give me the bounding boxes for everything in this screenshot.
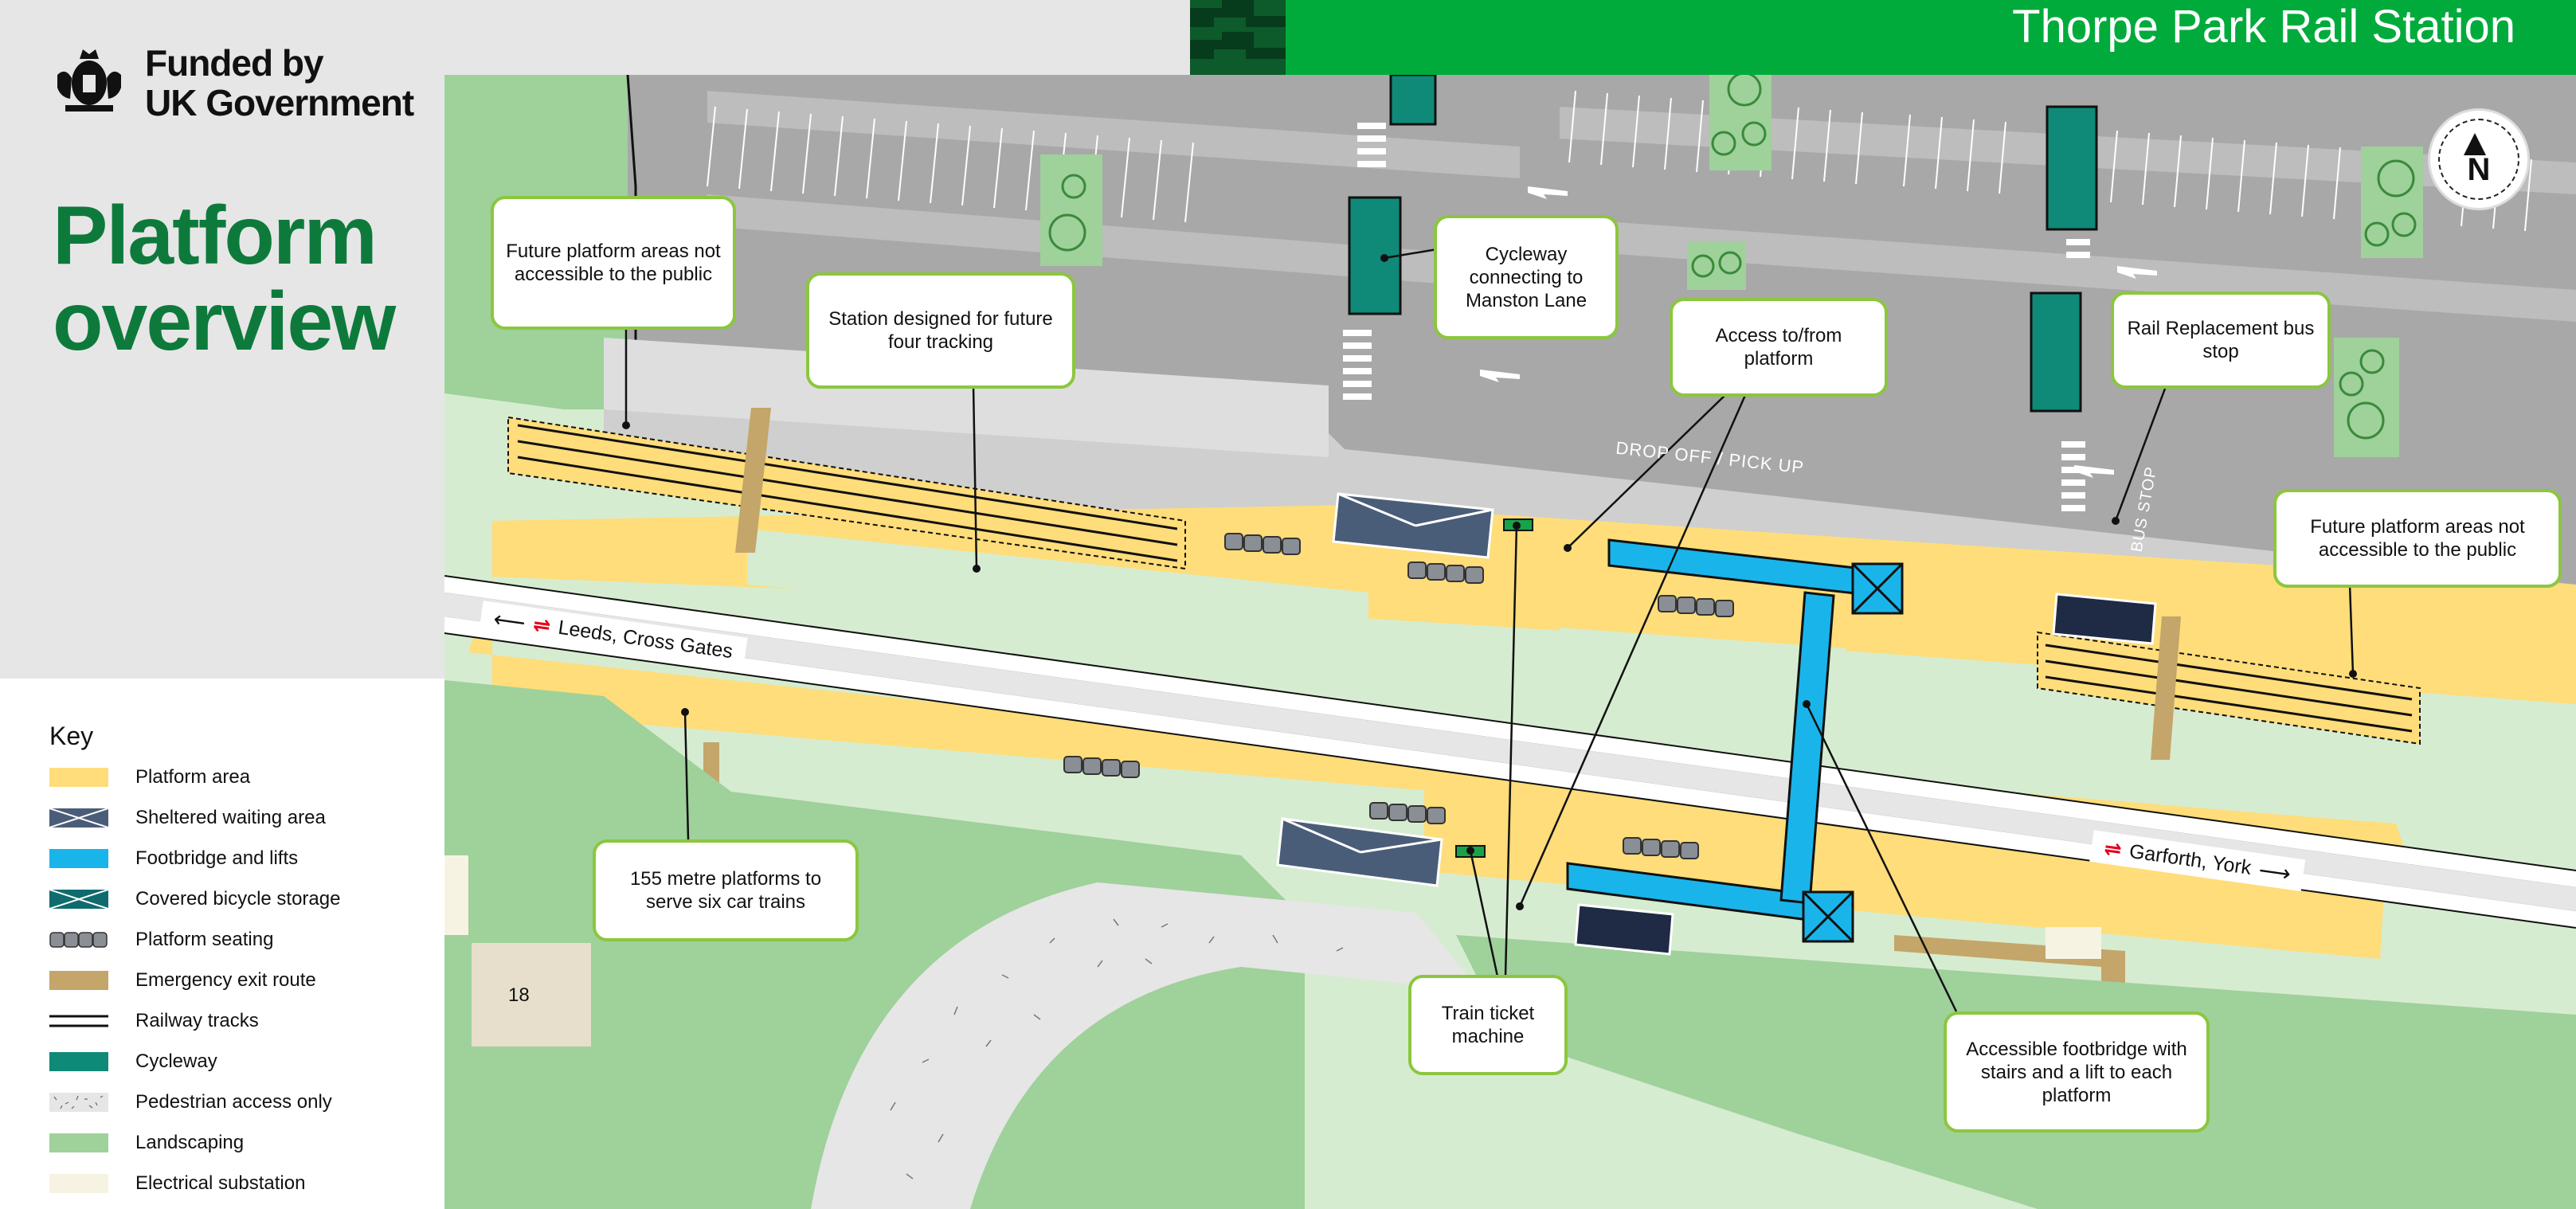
key-label: Platform seating xyxy=(135,929,274,950)
key-item-cycleway: Cycleway xyxy=(49,1044,217,1079)
footbridge-swatch xyxy=(49,849,108,868)
key-label: Footbridge and lifts xyxy=(135,847,299,869)
callout-cycleway: Cycleway connecting to Manston Lane xyxy=(1434,215,1619,339)
royal-coat-of-arms-icon xyxy=(49,43,129,115)
key-item-emergency-exit: Emergency exit route xyxy=(49,963,316,998)
key-label: Pedestrian access only xyxy=(135,1091,332,1113)
north-arrow-icon: N xyxy=(2428,108,2530,210)
arrow-right-icon: ⟶ xyxy=(2257,857,2292,886)
key-item-footbridge: Footbridge and lifts xyxy=(49,841,298,876)
sheltered-waiting-areas xyxy=(1276,492,2157,956)
callout-text: Accessible footbridge with stairs and a … xyxy=(1966,1038,2187,1106)
callout-access-platform: Access to/from platform xyxy=(1670,298,1888,397)
tree-planters xyxy=(1040,75,2423,457)
station-title: Thorpe Park Rail Station xyxy=(2012,1,2515,53)
callout-text: Rail Replacement bus stop xyxy=(2127,318,2315,362)
landscaping-swatch xyxy=(49,1133,108,1152)
pedestrian-access-swatch xyxy=(49,1093,108,1112)
callout-text: Cycleway connecting to Manston Lane xyxy=(1465,243,1587,311)
key-label: Electrical substation xyxy=(135,1172,306,1194)
key-label: Landscaping xyxy=(135,1132,245,1153)
funder-line-2: UK Government xyxy=(145,82,414,123)
seating-swatch xyxy=(49,930,108,949)
plot-number: 18 xyxy=(508,984,530,1006)
callout-text: Future platform areas not accessible to … xyxy=(2310,516,2525,561)
national-rail-icon: ⇌ xyxy=(531,611,553,638)
key-item-substation: Electrical substation xyxy=(49,1166,305,1201)
key-label: Emergency exit route xyxy=(135,969,316,991)
callout-text: Train ticket machine xyxy=(1441,1003,1535,1047)
platform-area-swatch xyxy=(49,768,108,787)
header-pattern-icon xyxy=(1190,0,1286,75)
key-label: Railway tracks xyxy=(135,1010,259,1031)
footbridge-and-lifts xyxy=(1566,538,1904,943)
sheltered-waiting-swatch xyxy=(49,808,108,828)
pedestrian-access-path xyxy=(811,882,1480,1209)
callout-future-platform-left: Future platform areas not accessible to … xyxy=(491,196,736,330)
page-title-line-1: Platform xyxy=(53,190,378,282)
key-item-railway-tracks: Railway tracks xyxy=(49,1004,259,1039)
plot-18 xyxy=(472,943,591,1047)
callout-rail-replacement: Rail Replacement bus stop xyxy=(2111,291,2331,389)
key-item-platform-area: Platform area xyxy=(49,760,250,795)
callout-four-tracking: Station designed for future four trackin… xyxy=(806,272,1075,389)
key-label: Sheltered waiting area xyxy=(135,807,326,828)
key-item-pedestrian-access: Pedestrian access only xyxy=(49,1085,332,1120)
callout-future-platform-right: Future platform areas not accessible to … xyxy=(2273,489,2562,588)
key-item-sheltered-waiting: Sheltered waiting area xyxy=(49,800,326,835)
platform-seating xyxy=(1063,533,1734,859)
callout-platforms-155: 155 metre platforms to serve six car tra… xyxy=(593,839,859,941)
callout-ticket-machine: Train ticket machine xyxy=(1408,975,1568,1075)
key-item-landscaping: Landscaping xyxy=(49,1125,244,1160)
emergency-exit-swatch xyxy=(49,971,108,990)
page-title: Platform overview xyxy=(53,190,396,368)
railway-tracks-swatch xyxy=(49,1011,108,1031)
bicycle-storage-swatch xyxy=(49,890,108,909)
header-bar: Thorpe Park Rail Station xyxy=(1190,0,2576,75)
key-item-bicycle-storage: Covered bicycle storage xyxy=(49,882,340,917)
key-item-seating: Platform seating xyxy=(49,922,273,957)
callout-text: Station designed for future four trackin… xyxy=(828,308,1053,353)
national-rail-icon: ⇌ xyxy=(2102,835,2124,862)
callout-text: Future platform areas not accessible to … xyxy=(506,241,721,285)
callout-text: Access to/from platform xyxy=(1715,325,1842,370)
callout-footbridge: Accessible footbridge with stairs and a … xyxy=(1944,1011,2210,1133)
page-title-line-2: overview xyxy=(53,276,396,368)
cycleway-swatch xyxy=(49,1052,108,1071)
key-label: Covered bicycle storage xyxy=(135,888,341,910)
callout-text: 155 metre platforms to serve six car tra… xyxy=(629,868,822,913)
key-title: Key xyxy=(49,722,94,750)
bike-storage-area xyxy=(604,338,1329,457)
funder-line-1: Funded by xyxy=(145,42,324,84)
funder-text: Funded by UK Government xyxy=(145,42,414,123)
north-label: N xyxy=(2467,152,2491,187)
key-label: Cycleway xyxy=(135,1051,217,1072)
substation-swatch xyxy=(49,1174,108,1193)
arrow-left-icon: ⟵ xyxy=(491,605,527,636)
key-label: Platform area xyxy=(135,766,251,788)
